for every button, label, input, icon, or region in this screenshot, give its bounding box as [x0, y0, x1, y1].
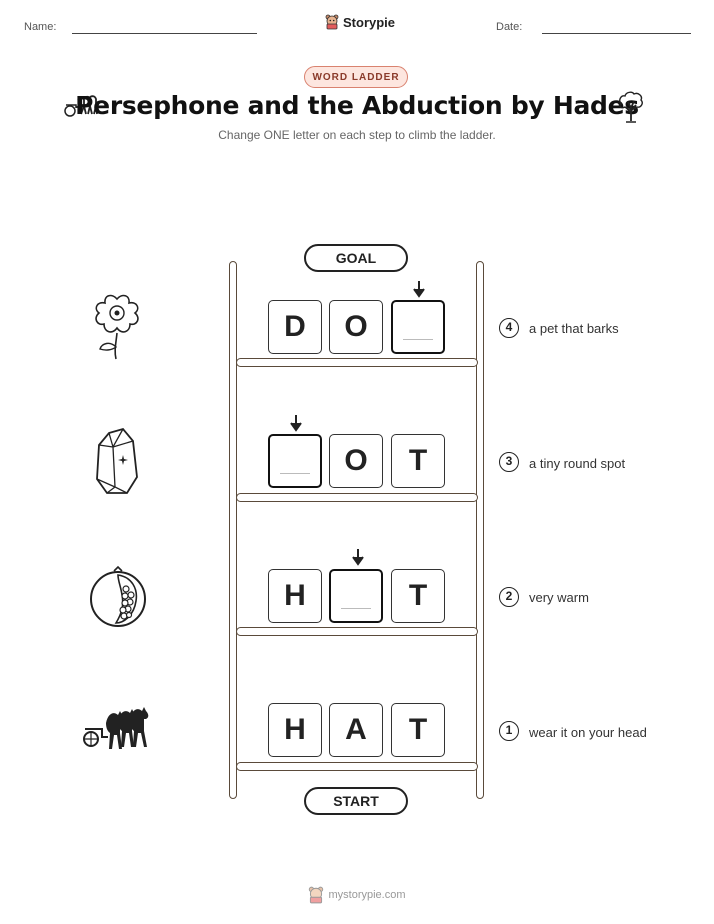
letter-tile: O [329, 434, 383, 488]
down-arrow-icon [290, 415, 302, 432]
flower-icon [95, 294, 139, 360]
date-label: Date: [496, 21, 523, 33]
name-field[interactable] [72, 33, 257, 34]
crystal-icon [96, 427, 138, 494]
step-clue: a tiny round spot [529, 456, 626, 471]
instructions: Change ONE letter on each step to climb … [218, 128, 496, 142]
letter-tile: A [329, 703, 383, 757]
date-field[interactable] [542, 33, 691, 34]
blank-letter-input[interactable] [329, 569, 383, 623]
down-arrow-icon [352, 549, 364, 566]
pomegranate-icon [90, 565, 146, 627]
letter-tile: H [268, 703, 322, 757]
page-title: Persephone and the Abduction by Hades [75, 91, 639, 120]
letter-tile: T [391, 703, 445, 757]
word-ladder-badge: WORD LADDER [304, 66, 408, 88]
start-label: START [304, 787, 408, 815]
ladder-left-rail [229, 261, 237, 799]
footer-url[interactable]: mystorypie.com [328, 889, 406, 901]
blank-letter-input[interactable] [268, 434, 322, 488]
bear-icon [325, 14, 339, 30]
step-number: 4 [499, 318, 519, 338]
step-clue: very warm [529, 590, 589, 605]
letter-tile: D [268, 300, 322, 354]
down-arrow-icon [413, 281, 425, 298]
footer: mystorypie.com [0, 886, 714, 904]
ladder-rung [236, 358, 478, 367]
letter-tile: H [268, 569, 322, 623]
blank-letter-input[interactable] [391, 300, 445, 354]
step-number: 3 [499, 452, 519, 472]
ladder-right-rail [476, 261, 484, 799]
goal-label: GOAL [304, 244, 408, 272]
step-number: 2 [499, 587, 519, 607]
step-clue: a pet that barks [529, 321, 619, 336]
chariot-small-icon [64, 95, 98, 117]
ladder-rung [236, 762, 478, 771]
name-label: Name: [24, 21, 57, 33]
ladder-rung [236, 493, 478, 502]
ladder-rung [236, 627, 478, 636]
step-clue: wear it on your head [529, 725, 647, 740]
chariot-icon [83, 707, 149, 749]
step-number: 1 [499, 721, 519, 741]
brand-logo: Storypie [325, 14, 395, 30]
bear-icon [309, 886, 324, 904]
letter-tile: T [391, 569, 445, 623]
brand-name: Storypie [343, 14, 396, 30]
tree-icon [619, 91, 643, 123]
letter-tile: T [391, 434, 445, 488]
letter-tile: O [329, 300, 383, 354]
